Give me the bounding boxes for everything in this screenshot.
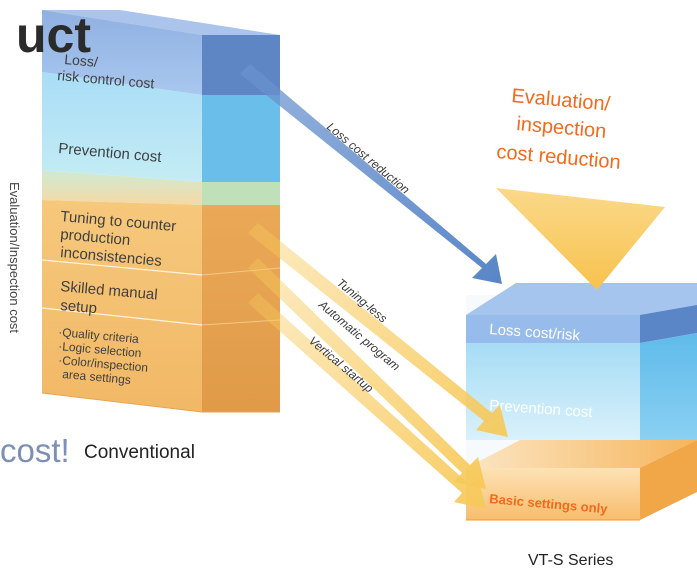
evaluation-reduction-arrow	[496, 188, 665, 290]
side-axis-label: Evaluation/Inspection cost	[7, 182, 22, 333]
vts-loss-side	[640, 305, 697, 343]
footer-fragment: cost!	[0, 432, 70, 469]
tuning-label-line2: production	[60, 226, 131, 249]
vts-basic-front	[466, 468, 640, 520]
separator-line	[41, 259, 203, 276]
vts-prevention-side	[640, 333, 697, 440]
stack-outline	[41, 392, 280, 413]
skilled-label-line2: setup	[60, 297, 98, 317]
vts-basic-side	[640, 440, 697, 520]
evaluation-reduction-line1: Evaluation/	[511, 85, 612, 116]
evaluation-reduction-line2: inspection	[516, 113, 608, 143]
tuning-less-arrow	[248, 223, 508, 437]
separator-line	[201, 319, 281, 326]
loss-layer-top	[42, 10, 280, 35]
automatic-program-arrow	[248, 258, 486, 489]
vts-prevention-front	[466, 343, 640, 440]
conventional-caption: Conventional	[84, 442, 195, 463]
loss-reduction-label: Loss cost reduction	[324, 120, 412, 197]
evaluation-layers-front	[42, 200, 202, 412]
prevention-layer-side	[202, 95, 280, 182]
evaluation-reduction-line3: cost reduction	[496, 141, 622, 174]
header-title-fragment: uct	[16, 7, 91, 63]
vts-basic-top	[466, 440, 697, 468]
evaluation-layers-side	[202, 205, 280, 412]
bullet-area-settings: area settings	[62, 367, 132, 387]
prevention-layer-front	[42, 72, 202, 182]
transition-band-front	[42, 170, 202, 205]
arrows	[240, 64, 665, 509]
vertical-startup-arrow	[248, 293, 486, 509]
transition-band-side	[202, 182, 280, 205]
conventional-stack	[41, 10, 281, 413]
separator-line	[41, 307, 203, 326]
loss-layer-front	[42, 10, 202, 95]
vts-loss-top	[466, 283, 697, 315]
vts-loss-front	[466, 315, 640, 343]
loss-label-line1: Loss/	[64, 51, 99, 70]
evaluation-reduction-headline: Evaluation/ inspection cost reduction	[496, 85, 622, 174]
vts-stack	[466, 283, 697, 521]
vts-loss-label: Loss cost/risk	[489, 321, 581, 344]
loss-reduction-arrow	[240, 64, 502, 284]
vts-caption: VT-S Series	[528, 552, 613, 569]
